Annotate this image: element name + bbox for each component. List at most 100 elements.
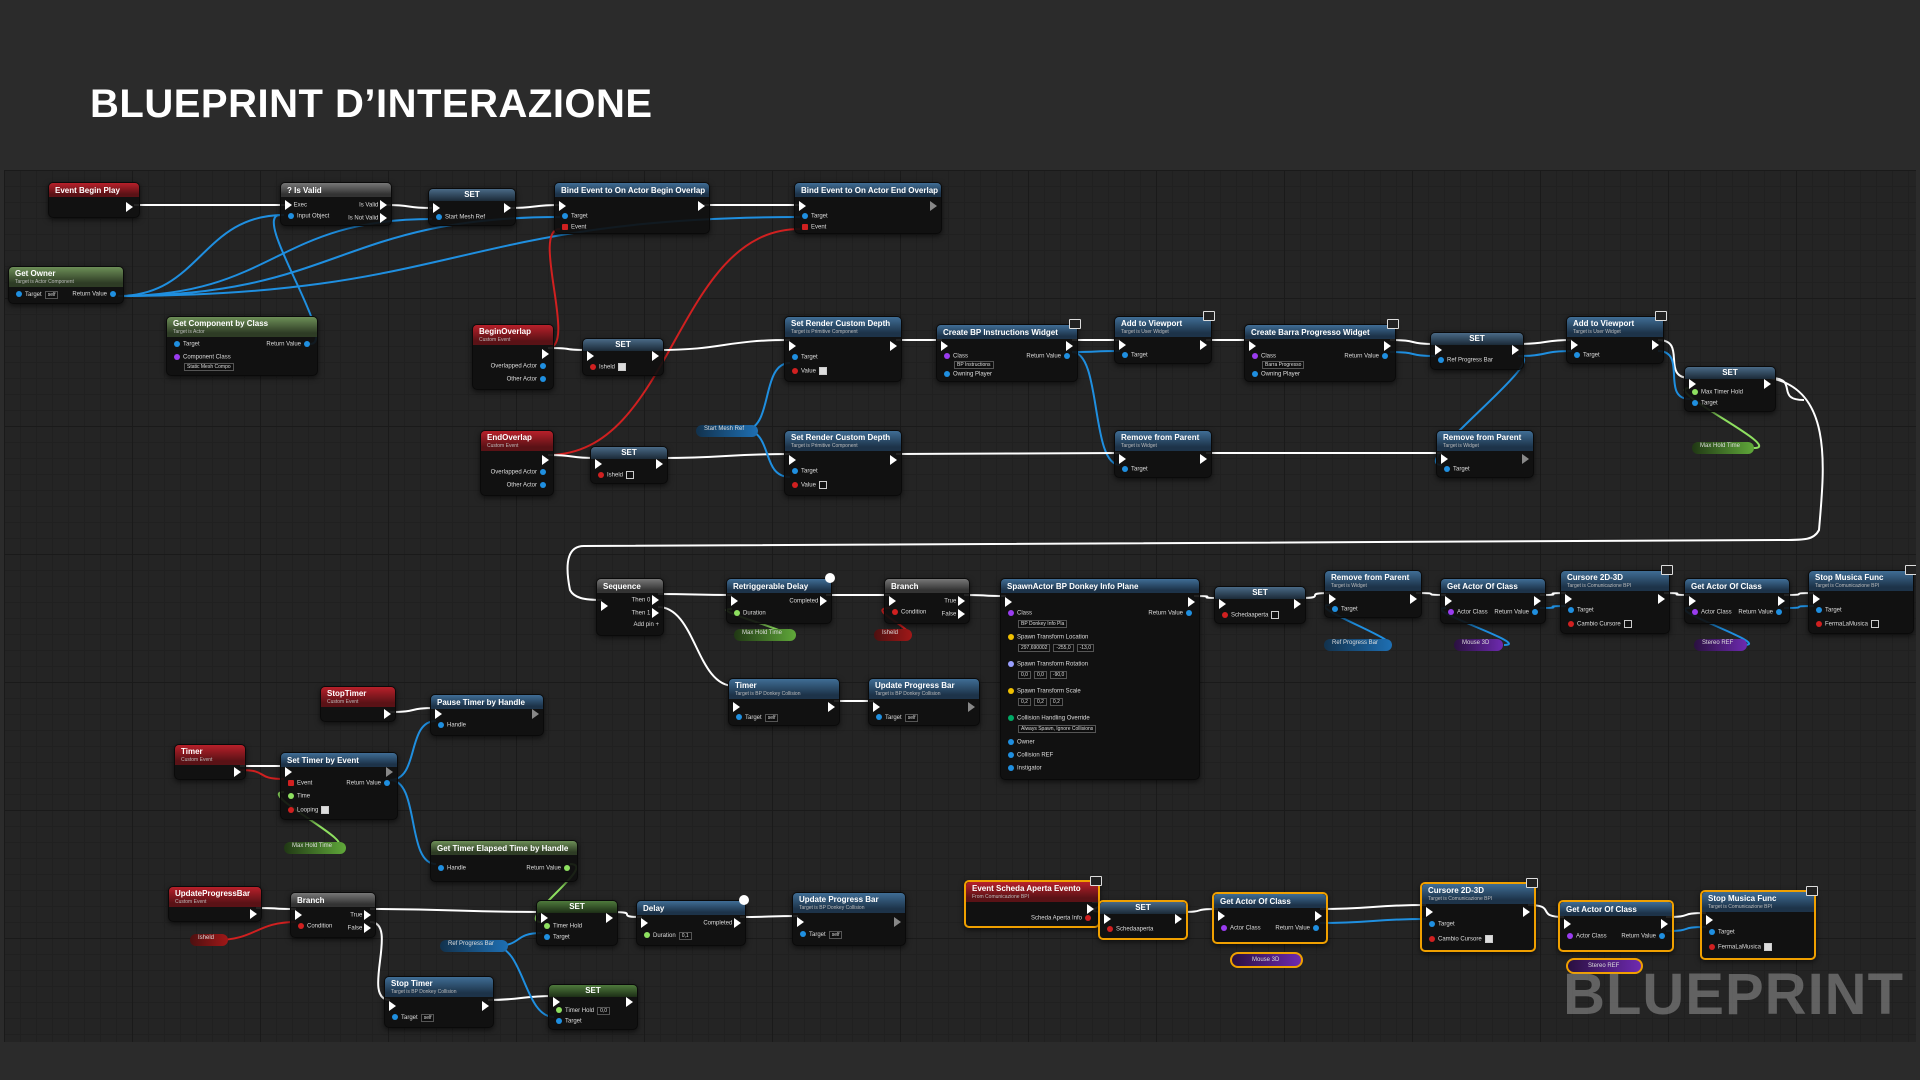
wire [657, 606, 735, 687]
var-start-mesh-ref[interactable]: Start Mesh Ref [696, 425, 759, 437]
node-create-instructions-widget[interactable]: Create BP Instructions Widget Class BP I… [936, 319, 1081, 382]
node-title: Create BP Instructions Widget [937, 325, 1077, 339]
node-set-ref-progress-bar[interactable]: SET Ref Progress Bar [1430, 332, 1524, 370]
wire [1657, 350, 1691, 400]
node-bind-end-overlap[interactable]: Bind Event to On Actor End Overlap Targe… [794, 182, 942, 234]
node-bind-begin-overlap[interactable]: Bind Event to On Actor Begin Overlap Tar… [554, 182, 710, 234]
wire [1071, 350, 1121, 353]
wire [389, 720, 437, 781]
node-title: Bind Event to On Actor End Overlap [795, 183, 941, 197]
var-max-hold-time-3[interactable]: Max Hold Time [284, 842, 347, 854]
wire [1539, 605, 1567, 609]
node-spawn-actor-info-plane[interactable]: SpawnActor BP Donkey Info Plane Class Re… [1000, 578, 1200, 780]
node-title: SET [1100, 902, 1186, 914]
wire [611, 911, 643, 918]
var-max-hold-time-2[interactable]: Max Hold Time [734, 629, 797, 641]
node-title: SpawnActor BP Donkey Info Plane [1001, 579, 1199, 593]
var-mouse-3d-2[interactable]: Mouse 3D [1230, 952, 1304, 968]
var-isheld-2[interactable]: Isheld [190, 934, 229, 946]
var-stereo-ref-1[interactable]: Stereo REF [1694, 639, 1748, 651]
wire [657, 593, 733, 596]
wire [547, 228, 561, 349]
node-is-valid[interactable]: ? Is Valid Exec Input Object Is Valid Is… [280, 182, 392, 226]
node-get-actor-of-class-2[interactable]: Get Actor Of Class Actor Class Return Va… [1684, 578, 1790, 624]
node-set-max-timer-hold[interactable]: SET Max Timer Hold Target [1684, 366, 1776, 412]
node-create-barra-progresso-widget[interactable]: Create Barra Progresso Widget Class Barr… [1244, 319, 1399, 382]
node-set-timer-by-event[interactable]: Set Timer by Event Event Time Looping Re… [280, 752, 398, 820]
node-title: SET [1431, 333, 1523, 345]
wire [508, 204, 561, 209]
var-max-hold-time-1[interactable]: Max Hold Time [1692, 442, 1755, 454]
node-get-actor-of-class-3[interactable]: Get Actor Of Class Actor Class Return Va… [1212, 892, 1328, 944]
node-event-begin-play[interactable]: Event Begin Play [48, 182, 140, 218]
node-branch-1[interactable]: Branch Condition True False [884, 578, 970, 624]
var-ref-progress-bar-1[interactable]: Ref Progress Bar [1324, 639, 1393, 651]
node-set-schedaaperta-2[interactable]: SET Schedaaperta [1098, 900, 1188, 940]
node-set-schedaaperta-1[interactable]: SET Schedaaperta [1214, 586, 1306, 624]
wire [1319, 918, 1427, 924]
wire [117, 214, 285, 297]
node-branch-2[interactable]: Branch Condition True False [290, 892, 376, 938]
var-isheld-1[interactable]: Isheld [874, 629, 913, 641]
node-pause-timer-by-handle[interactable]: Pause Timer by Handle Handle [430, 694, 544, 736]
node-get-actor-of-class-1[interactable]: Get Actor Of Class Actor Class Return Va… [1440, 578, 1546, 624]
node-set-start-mesh[interactable]: SET Start Mesh Ref [428, 188, 516, 226]
wire [389, 707, 437, 713]
blueprint-graph-canvas[interactable]: Event Begin Play ? Is Valid Exec Input O… [4, 170, 1916, 1042]
node-title: Event Begin Play [49, 183, 139, 197]
wire [1389, 339, 1437, 345]
node-get-timer-elapsed-time[interactable]: Get Timer Elapsed Time by Handle Handle … [430, 840, 578, 882]
node-set-timer-hold-1[interactable]: SET Timer Hold Target [536, 900, 618, 946]
wire [657, 339, 791, 351]
wire [385, 204, 433, 209]
node-get-actor-of-class-4[interactable]: Get Actor Of Class Actor Class Return Va… [1558, 900, 1674, 952]
node-set-isheld-true[interactable]: SET Isheld [582, 338, 664, 376]
var-ref-progress-bar-2[interactable]: Ref Progress Bar [440, 940, 509, 952]
mail-icon [1526, 878, 1538, 888]
node-title: Get Timer Elapsed Time by Handle [431, 841, 577, 855]
node-set-isheld-false[interactable]: SET Isheld [590, 446, 668, 484]
node-title: Get Actor Of Class [1560, 902, 1672, 916]
node-retriggerable-delay[interactable]: Retriggerable Delay Duration Completed [726, 573, 835, 624]
wire [1517, 350, 1573, 357]
wire [1193, 595, 1221, 599]
var-stereo-ref-2[interactable]: Stereo REF [1566, 958, 1644, 974]
var-mouse-3d-1[interactable]: Mouse 3D [1454, 639, 1504, 651]
clock-icon [739, 895, 749, 905]
wire [739, 915, 799, 918]
wire [547, 347, 589, 351]
node-sequence[interactable]: Sequence Then 0 Then 1 Add pin + [596, 578, 664, 636]
